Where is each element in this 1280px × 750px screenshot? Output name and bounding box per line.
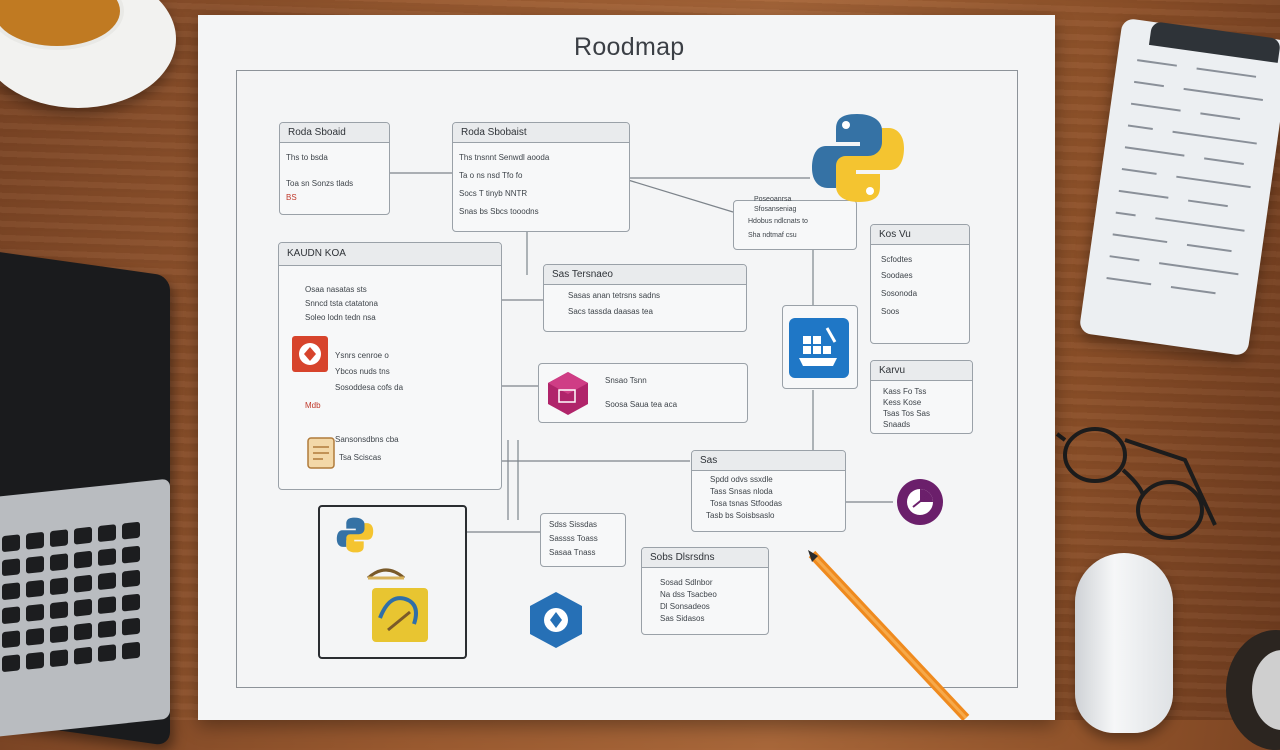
node-line: Sosad Sdlnbor — [660, 578, 713, 587]
node-box-6: Poseoanrsa Sfosanseniag Hdobus ndlcnats … — [733, 196, 857, 250]
node-line: Sdss Sissdas — [549, 520, 598, 529]
node-line: Toa sn Sonzs tlads — [286, 179, 354, 188]
node-line: Tsa Sciscas — [339, 453, 382, 462]
pencil — [808, 550, 970, 720]
node-line: Ta o ns nsd Tfo fo — [459, 171, 523, 180]
node-box-8: Karvu Kass Fo Tss Kess Kose Tsas Tos Sas… — [870, 360, 973, 434]
node-line: Snaads — [883, 420, 911, 429]
node-line: Soos — [881, 307, 900, 316]
node-line: Snncd tsta ctatatona — [305, 299, 378, 308]
phone-notes — [1078, 17, 1280, 357]
diagram-frame — [236, 70, 1018, 688]
node-line: Mdb — [305, 401, 321, 410]
node-line: Snas bs Sbcs tooodns — [459, 207, 539, 216]
node-line: Tosa tsnas Stfoodas — [710, 499, 783, 508]
docker-icon — [789, 318, 849, 378]
node-line: Tass Snsas nloda — [710, 487, 773, 496]
notes-icon — [307, 437, 335, 469]
node-line: Sassss Toass — [549, 534, 598, 543]
node-line: Scfodtes — [881, 255, 913, 264]
node-line: Sha ndtmaf csu — [748, 232, 797, 239]
node-line: Spdd odvs ssxdle — [710, 475, 773, 484]
node-box-2: Roda Sbobaist Ths tnsnnt Senwdl aooda Ta… — [452, 122, 630, 232]
node-line: Kess Kose — [883, 398, 922, 407]
node-box-9: Sas Spdd odvs ssxdle Tass Snsas nloda To… — [691, 450, 846, 532]
hexagon-icon — [530, 592, 582, 648]
connector-lines — [389, 172, 893, 533]
node-line: Sas Sidasos — [660, 614, 705, 623]
folder-icon — [372, 588, 428, 642]
eyeglasses — [1055, 427, 1217, 540]
node-line: Ybcos nuds tns — [335, 367, 390, 376]
node-line: Soleo lodn tedn nsa — [305, 313, 376, 322]
node-line: Sasas anan tetrsns sadns — [568, 291, 661, 300]
node-line: Sacs tassda daasas tea — [568, 307, 653, 316]
page-title: Roodmap — [574, 33, 685, 61]
node-line: Sansonsdbns cba — [335, 435, 399, 444]
bridge-icon — [367, 568, 405, 580]
package-cube-icon — [548, 372, 588, 415]
node-line: Sosonoda — [881, 289, 918, 298]
node-line: Sosoddesa cofs da — [335, 383, 404, 392]
node-box-7: Kos Vu Scfodtes Soodaes Sosonoda Soos — [870, 224, 970, 344]
python-icon — [812, 114, 904, 202]
node-line: Socs T tinyb NNTR — [459, 189, 528, 198]
node-line: Ths tnsnnt Senwdl aooda — [459, 153, 550, 162]
node-header: Kos Vu — [871, 225, 969, 245]
chart-icon — [897, 479, 943, 525]
node-line: Sfosanseniag — [754, 206, 797, 213]
node-box-4: Sas Tersnaeo Sasas anan tetrsns sadns Sa… — [543, 264, 747, 332]
mouse — [1075, 553, 1173, 733]
node-header: KAUDN KOA — [279, 243, 501, 266]
node-header: Sobs Dlsrsdns — [642, 548, 768, 568]
node-box-10: Sdss Sissdas Sassss Toass Sasaa Tnass — [540, 513, 626, 567]
node-line: Ths to bsda — [286, 153, 328, 162]
node-line: Soodaes — [881, 271, 913, 280]
node-line: Kass Fo Tss — [883, 387, 927, 396]
node-header: Karvu — [871, 361, 972, 381]
node-line: Tasb bs Soisbsaslo — [706, 511, 775, 520]
node-header: Roda Sboaid — [280, 123, 389, 143]
node-line: BS — [286, 193, 297, 202]
node-box-11: Sobs Dlsrsdns Sosad Sdlnbor Na dss Tsacb… — [641, 547, 769, 635]
node-header: Sas — [692, 451, 845, 471]
python-small-icon — [336, 517, 374, 553]
node-header: Roda Sbobaist — [453, 123, 629, 143]
node-line: Osaa nasatas sts — [305, 285, 367, 294]
node-box-1: Roda Sboaid Ths to bsda Toa sn Sonzs tla… — [279, 122, 390, 215]
node-line: Soosa Saua tea aca — [605, 400, 678, 409]
node-line: Snsao Tsnn — [605, 376, 647, 385]
node-line: Ysnrs cenroe o — [335, 351, 389, 360]
node-line: Na dss Tsacbeo — [660, 590, 717, 599]
node-line: Poseoanrsa — [754, 196, 792, 203]
node-header: Sas Tersnaeo — [544, 265, 746, 285]
node-line: Dl Sonsadeos — [660, 602, 710, 611]
node-line: Hdobus ndlcnats to — [748, 218, 808, 225]
node-line: Sasaa Tnass — [549, 548, 596, 557]
node-line: Tsas Tos Sas — [883, 409, 930, 418]
security-icon — [292, 336, 328, 372]
